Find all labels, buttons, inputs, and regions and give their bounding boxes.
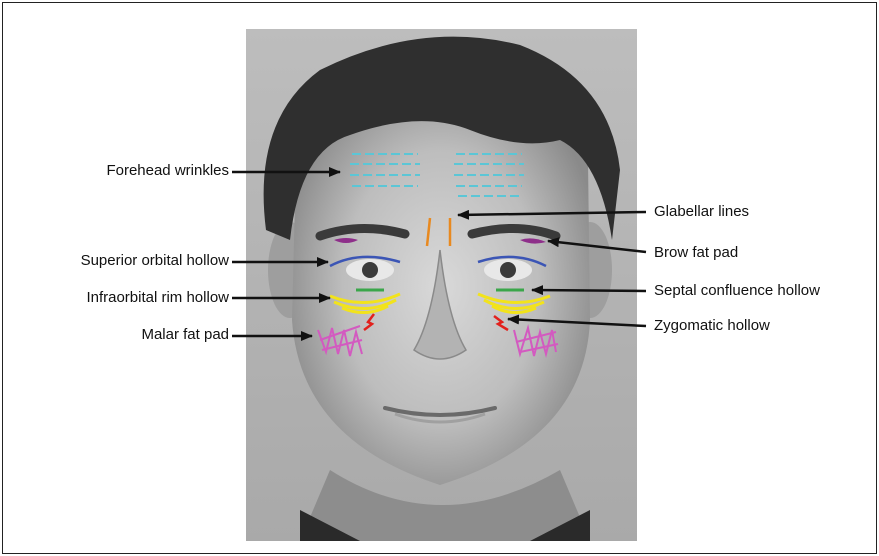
label-superior-orbital-hollow: Superior orbital hollow <box>81 252 229 270</box>
label-malar-fat-pad: Malar fat pad <box>141 326 229 344</box>
label-brow-fat-pad: Brow fat pad <box>654 244 738 262</box>
label-infraorbital-rim-hollow: Infraorbital rim hollow <box>86 289 229 307</box>
label-septal-confluence-hollow: Septal confluence hollow <box>654 282 820 300</box>
label-zygomatic-hollow: Zygomatic hollow <box>654 317 770 335</box>
label-forehead-wrinkles: Forehead wrinkles <box>106 162 229 180</box>
arrow-septal <box>532 290 646 291</box>
face-photo <box>246 29 637 541</box>
label-glabellar-lines: Glabellar lines <box>654 203 749 221</box>
